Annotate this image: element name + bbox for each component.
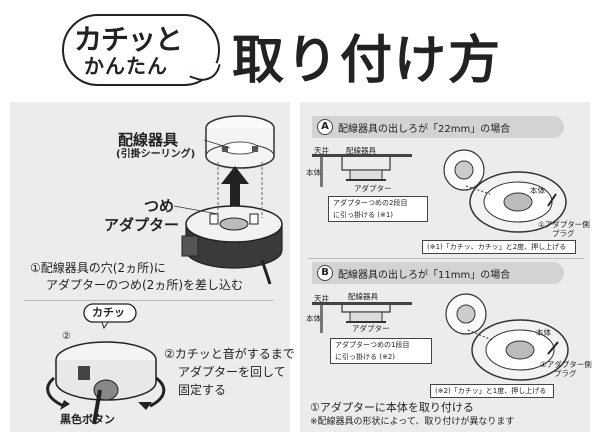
case-a-plug-line2: プラグ — [552, 229, 575, 238]
step2-line1: ②カチッと音がするまで — [164, 347, 295, 361]
case-b-callout-line1: アダプターつめの1段目 — [335, 341, 410, 349]
case-a-heading-band: A 配線器具の出しろが「22mm」の場合 — [312, 116, 564, 138]
case-a-cross-section — [312, 154, 412, 187]
leader-lines — [173, 139, 231, 215]
case-a-callout: アダプターつめの2段目 に引っ掛ける (※1) — [328, 196, 428, 222]
up-arrow-icon — [221, 166, 249, 214]
click-badge-bubble — [83, 303, 137, 330]
page-title: 取り付け方 — [232, 31, 503, 91]
case-b-fixture-closeup — [445, 293, 569, 381]
case-b-heading: 配線器具の出しろが「11mm」の場合 — [338, 270, 511, 281]
case-b-body-label: 本体 — [536, 328, 551, 337]
case-b-cross-section — [312, 302, 412, 333]
step1-line1: ①配線器具の穴(2ヵ所)に — [30, 261, 166, 275]
case-b-ceiling: 天井 — [314, 294, 329, 303]
case-b-body-left: 本体 — [306, 314, 321, 323]
adapter-illustration — [181, 205, 283, 285]
bubble-text-line2: かんたん — [84, 54, 168, 78]
case-b-plug-line2: プラグ — [554, 369, 577, 378]
page-header: カチッと かんたん 取り付け方 — [0, 0, 600, 96]
black-button-label: 黒色ボタン — [60, 413, 115, 426]
case-a-letter: A — [317, 119, 333, 135]
case-b-callout: アダプターつめの1段目 に引っ掛ける (※2) — [330, 338, 432, 364]
case-b-heading-band: B 配線器具の出しろが「11mm」の場合 — [312, 262, 564, 284]
case-b-letter: B — [317, 265, 333, 281]
case-a-fixture: 配線器具 — [346, 146, 376, 155]
case-a-note: (※1)「カチッ、カチッ」と2度、押し上げる — [422, 240, 576, 254]
fixture-label: 配線器具 — [118, 131, 179, 149]
click-badge-text: カチッ — [92, 306, 125, 319]
case-b-callout-line2: に引っ掛ける (※2) — [335, 353, 396, 361]
case-a-body-label: 本体 — [530, 186, 545, 195]
rotate-adapter-illustration — [46, 341, 166, 425]
case-a-adapter: アダプター — [354, 184, 392, 193]
case-a-fixture-closeup — [443, 149, 567, 233]
alignment-guide — [217, 162, 263, 218]
case-b-plug-line1: ①アダプター側 — [540, 360, 592, 369]
fixture-sub-label: (引掛シーリング) — [116, 149, 196, 160]
step2-line3: 固定する — [178, 383, 227, 397]
case-a-heading: 配線器具の出しろが「22mm」の場合 — [338, 124, 511, 135]
right-divider — [308, 258, 584, 259]
case-b-adapter: アダプター — [352, 324, 390, 333]
case-a-ceiling: 天井 — [314, 146, 329, 155]
adapter-label: アダプター — [104, 216, 180, 234]
step-main: ①アダプターに本体を取り付ける — [310, 401, 474, 414]
ceiling-fixture-illustration — [205, 115, 275, 169]
case-b-fixture: 配線器具 — [348, 292, 378, 301]
case-a-callout-line2: に引っ掛ける (※1) — [333, 211, 394, 219]
step2-line2: アダプターを回して — [178, 365, 286, 379]
case-a-body-left: 本体 — [306, 168, 321, 177]
case-a-callout-line1: アダプターつめの2段目 — [333, 199, 408, 207]
step1-line2: アダプターのつめ(2ヵ所)を差し込む — [46, 278, 243, 292]
case-b-note: (※2)「カチッ」と1度、押し上げる — [430, 384, 554, 398]
right-instruction-panel: A 配線器具の出しろが「22mm」の場合 天井 本体 配線器具 アダプター アダ… — [300, 102, 592, 432]
left-instruction-panel: 配線器具 (引掛シーリング) つめ アダプター ①配線器具の穴(2ヵ所)に アダ… — [10, 102, 295, 432]
speech-bubble — [62, 14, 220, 86]
left-divider — [24, 300, 274, 301]
case-a-plug-line1: ①アダプター側 — [538, 220, 590, 229]
step-note: ※配線器具の形状によって、取り付けが異なります — [310, 417, 515, 427]
tab-label: つめ — [144, 197, 175, 215]
step-marker: ② — [62, 331, 71, 342]
bubble-text-line1: カチッと — [74, 23, 183, 56]
